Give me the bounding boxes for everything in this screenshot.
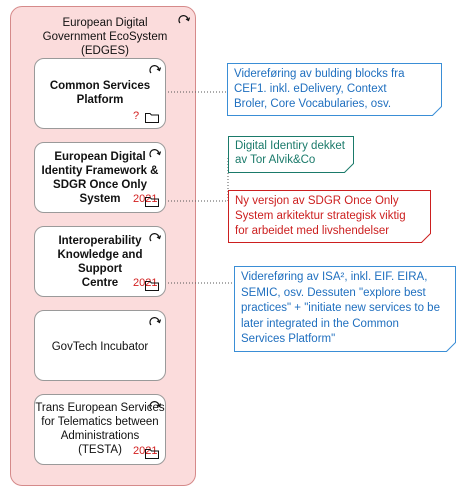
note-line: practices" + "initiate new services to b…	[241, 302, 440, 314]
note-fold-corner	[421, 233, 431, 243]
card-label-line: SDGR Once Only	[53, 179, 147, 191]
note-isa2[interactable]: Videreføring av ISA², inkl. EIF. EIRA, S…	[234, 266, 456, 352]
card-label: Common Services Platform	[35, 79, 165, 107]
card-label-line: Identity Framework &	[41, 165, 159, 177]
card-govtech-incubator[interactable]: GovTech Incubator	[34, 310, 166, 381]
card-label: Interoperability Knowledge and Support C…	[35, 234, 165, 290]
service-icon	[178, 15, 191, 24]
note-sdgr[interactable]: Ny versjon av SDGR Once Only System arki…	[228, 190, 431, 243]
note-line: Digital Identiry dekket	[235, 140, 345, 152]
note-line: Broler, Core Vocabularies, osv.	[234, 98, 392, 110]
service-icon	[149, 149, 162, 158]
folder-icon	[145, 449, 159, 459]
card-label: European Digital Identity Framework & SD…	[35, 150, 165, 206]
card-question-mark: ?	[133, 110, 140, 122]
note-line: Services Platform"	[241, 333, 336, 345]
card-interoperability-centre[interactable]: Interoperability Knowledge and Support C…	[34, 226, 166, 297]
group-title-line: (EDGES)	[81, 45, 129, 57]
service-icon	[149, 65, 162, 74]
service-icon	[149, 233, 162, 242]
card-label-line: Platform	[76, 94, 124, 106]
note-line: System arkitektur strategisk viktig	[235, 210, 406, 222]
card-label: Trans European Services for Telematics b…	[33, 401, 167, 457]
note-digital-identity[interactable]: Digital Identiry dekket av Tor Alvik&Co	[228, 136, 354, 173]
connector-line	[168, 158, 229, 202]
card-label-line: (TESTA)	[78, 444, 122, 456]
note-fold-corner	[446, 342, 456, 352]
note-line: av Tor Alvik&Co	[235, 154, 316, 166]
folder-icon	[145, 197, 159, 207]
service-icon	[149, 317, 162, 326]
card-label: GovTech Incubator	[35, 340, 165, 354]
card-label-line: Knowledge and	[57, 249, 143, 261]
card-label-line: Common Services	[49, 80, 151, 92]
card-eudi-framework-sdgr[interactable]: European Digital Identity Framework & SD…	[34, 142, 166, 213]
card-label-line: for Telematics between	[41, 416, 159, 428]
card-testa[interactable]: Trans European Services for Telematics b…	[34, 394, 166, 465]
card-label-line: GovTech Incubator	[51, 341, 149, 353]
note-line: Videreføring av bulding blocks fra	[234, 68, 405, 80]
note-line: for arbeidet med livshendelser	[235, 225, 390, 237]
note-line: Videreføring av ISA², inkl. EIF. EIRA,	[241, 271, 428, 283]
note-fold-corner	[344, 163, 354, 173]
service-icon	[149, 401, 162, 410]
card-label-line: System	[79, 193, 121, 205]
folder-icon	[145, 281, 159, 291]
group-title-line: Government EcoSystem	[42, 31, 168, 43]
folder-icon	[145, 113, 159, 123]
group-title-line: European Digital	[62, 17, 148, 29]
card-label-line: Trans European Services	[35, 402, 165, 414]
card-common-services-platform[interactable]: Common Services Platform ?	[34, 58, 166, 129]
note-line: later integrated in the Common	[241, 317, 399, 330]
note-line: CEF1. inkl. eDelivery, Context	[234, 83, 387, 95]
note-common-services[interactable]: Videreføring av bulding blocks fra CEF1.…	[227, 63, 442, 116]
card-label-line: Support	[77, 263, 123, 275]
card-label-line: Centre	[81, 277, 119, 289]
card-label-line: European Digital	[54, 151, 146, 163]
note-line: SEMIC, osv. Dessuten "explore best	[241, 286, 426, 299]
card-label-line: Administrations	[60, 430, 140, 442]
note-fold-corner	[432, 106, 442, 116]
note-line: Ny versjon av SDGR Once Only	[235, 195, 399, 207]
card-label-line: Interoperability	[58, 235, 142, 247]
group-title: European Digital Government EcoSystem (E…	[25, 16, 185, 58]
